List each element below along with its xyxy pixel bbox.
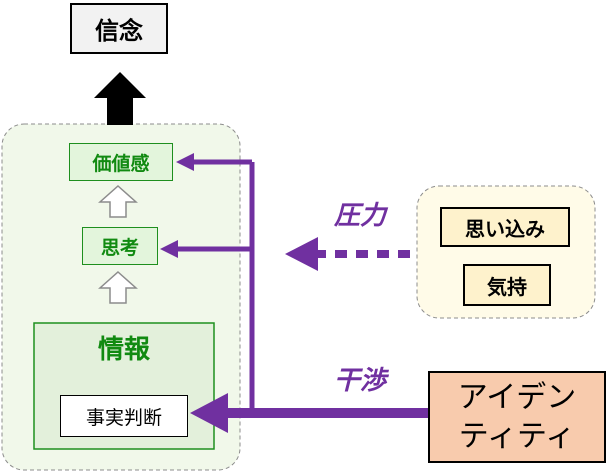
up-arrow-to-belief-icon — [94, 72, 146, 125]
values-box: 価値感 — [69, 143, 173, 181]
purple-connectors — [176, 159, 428, 418]
hollow-up-arrow-icon — [98, 270, 138, 304]
arrowhead-to-thought-icon — [160, 240, 178, 258]
belief-in-box: 思い込み — [440, 207, 570, 247]
hollow-up-arrow-icon — [98, 184, 138, 218]
pressure-arrowhead-icon — [285, 237, 318, 271]
arrowhead-to-values-icon — [176, 153, 194, 171]
identity-box: アイデン ティティ — [428, 371, 606, 463]
feeling-box: 気持 — [463, 264, 551, 306]
pressure-label: 圧力 — [333, 200, 386, 231]
information-title: 情報 — [97, 334, 150, 365]
identity-line-1: アイデン — [457, 380, 577, 415]
thought-box: 思考 — [82, 227, 158, 265]
identity-line-2: ティティ — [458, 419, 576, 454]
fact-judgment-box: 事実判断 — [60, 395, 188, 437]
interference-label: 干渉 — [333, 365, 386, 396]
arrowhead-to-fact-icon — [190, 393, 228, 433]
belief-box: 信念 — [70, 3, 168, 54]
